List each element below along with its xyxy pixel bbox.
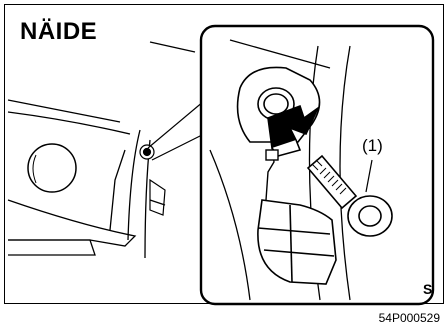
fog-lamp [28, 144, 76, 192]
edge-text: S [423, 281, 432, 297]
figure-title: NÄIDE [20, 18, 97, 46]
figure-code: 54P000529 [379, 311, 440, 325]
callout-label: (1) [362, 136, 383, 156]
